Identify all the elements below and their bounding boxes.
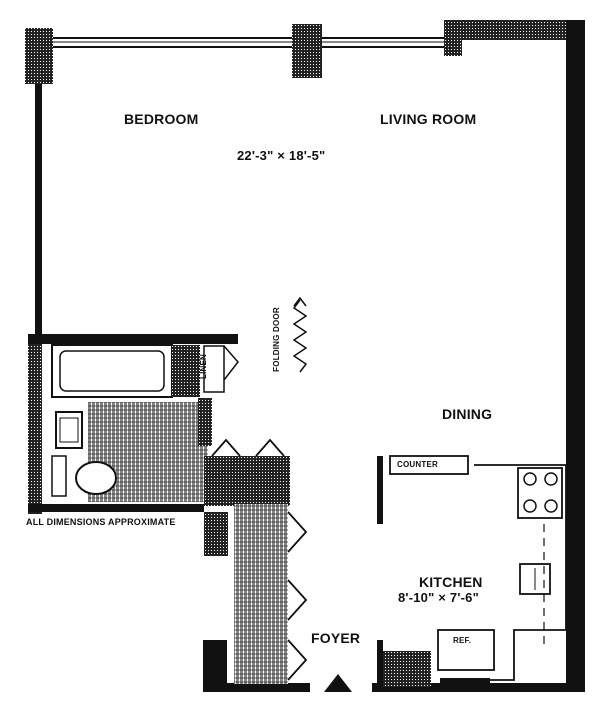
kitchen-counter-outline (474, 464, 567, 681)
column-right (444, 20, 585, 56)
dining-label: DINING (442, 406, 493, 422)
window-wall (25, 20, 585, 84)
toilet (75, 461, 117, 495)
column-left (25, 28, 53, 84)
entry-closet (234, 504, 288, 684)
folding-door-label: FOLDING DOOR (271, 307, 281, 372)
entry-arrow-icon (324, 674, 352, 692)
refrigerator (437, 629, 495, 671)
sink (55, 411, 83, 449)
exterior-walls (35, 20, 585, 692)
main-room-dimensions: 22'-3" × 18'-5" (237, 148, 326, 163)
living-room-label: LIVING ROOM (380, 111, 477, 127)
folding-door-zigzag (292, 296, 308, 373)
bathroom (28, 334, 239, 514)
kitchen-sink (519, 563, 551, 595)
counter-label: COUNTER (397, 460, 438, 469)
refrigerator-label: REF. (453, 636, 472, 645)
kitchen-dimensions: 8'-10" × 7'-6" (398, 590, 479, 605)
linen-door-swing (223, 345, 239, 381)
kitchen-label: KITCHEN (419, 574, 483, 590)
dimensions-note: ALL DIMENSIONS APPROXIMATE (26, 517, 176, 527)
counter-top (389, 455, 469, 475)
bathtub (51, 344, 173, 398)
stove (517, 467, 563, 519)
column-middle (292, 24, 322, 78)
hall-closets (204, 438, 308, 684)
kitchen (377, 455, 567, 690)
linen-label: LINEN (199, 354, 208, 379)
foyer-label: FOYER (311, 630, 361, 646)
bedroom-label: BEDROOM (124, 111, 199, 127)
